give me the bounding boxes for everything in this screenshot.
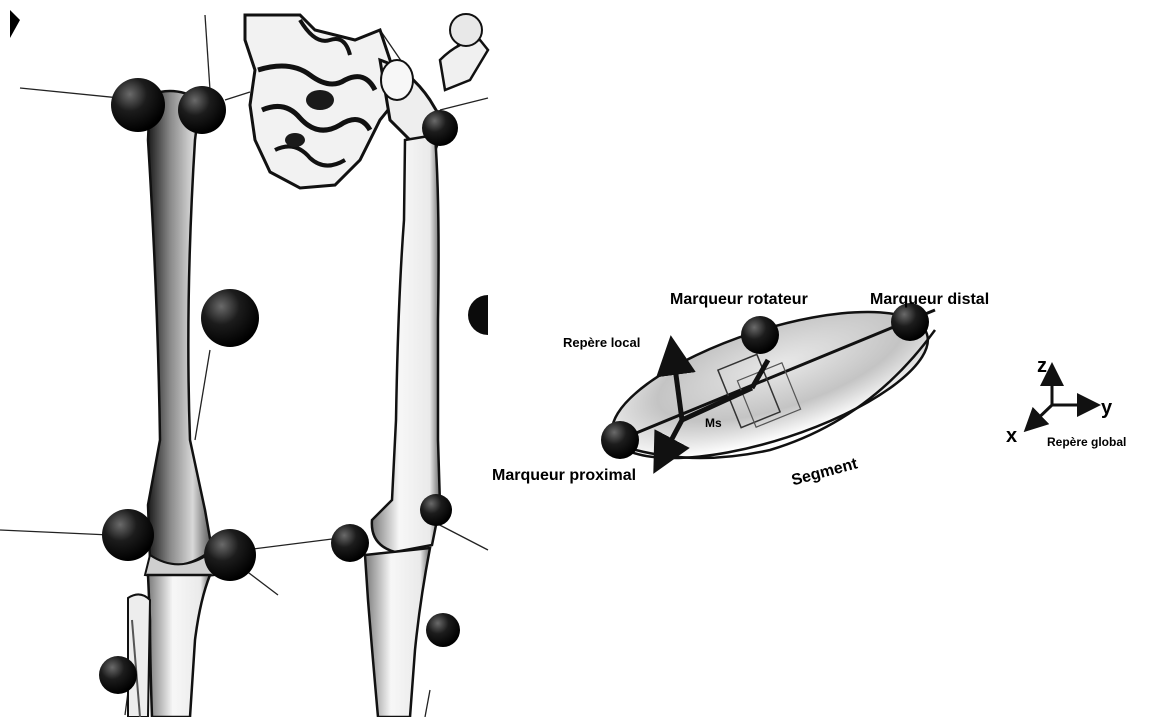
rotator-marker-label: Marqueur rotateur (670, 291, 808, 308)
tibia-left (128, 575, 210, 717)
marker-ball (204, 529, 256, 581)
segment-label: Segment (790, 455, 860, 489)
ms-label: Ms (705, 416, 722, 430)
femur-right (372, 135, 440, 552)
corner-mark (10, 10, 20, 38)
marker-ball (426, 613, 460, 647)
axis-y-label: y (1101, 397, 1113, 419)
femur-left (145, 91, 215, 578)
marker-ball (468, 295, 488, 335)
distal-marker-label: Marqueur distal (870, 291, 989, 308)
proximal-marker (601, 421, 639, 459)
skeleton-render (0, 10, 488, 717)
rotator-marker (741, 316, 779, 354)
tibia-right (365, 548, 430, 717)
local-frame-label: Repère local (563, 335, 640, 350)
marker-ball (201, 289, 259, 347)
global-frame-label: Repère global (1047, 435, 1126, 449)
marker-ball (111, 78, 165, 132)
marker-ball (450, 14, 482, 46)
proximal-marker-label: Marqueur proximal (492, 467, 636, 484)
marker-ball (102, 509, 154, 561)
pelvis-bone (245, 15, 488, 188)
distal-marker (891, 303, 929, 341)
marker-ball (331, 524, 369, 562)
axis-x-label: x (1006, 425, 1017, 447)
marker-ball (420, 494, 452, 526)
marker-ball (422, 110, 458, 146)
marker-ball (178, 86, 226, 134)
global-frame: z y x Repère global (1006, 355, 1126, 449)
axis-z-label: z (1037, 355, 1047, 377)
segment-schematic: Marqueur rotateur Marqueur distal Repère… (492, 282, 989, 490)
marker-ball (99, 656, 137, 694)
